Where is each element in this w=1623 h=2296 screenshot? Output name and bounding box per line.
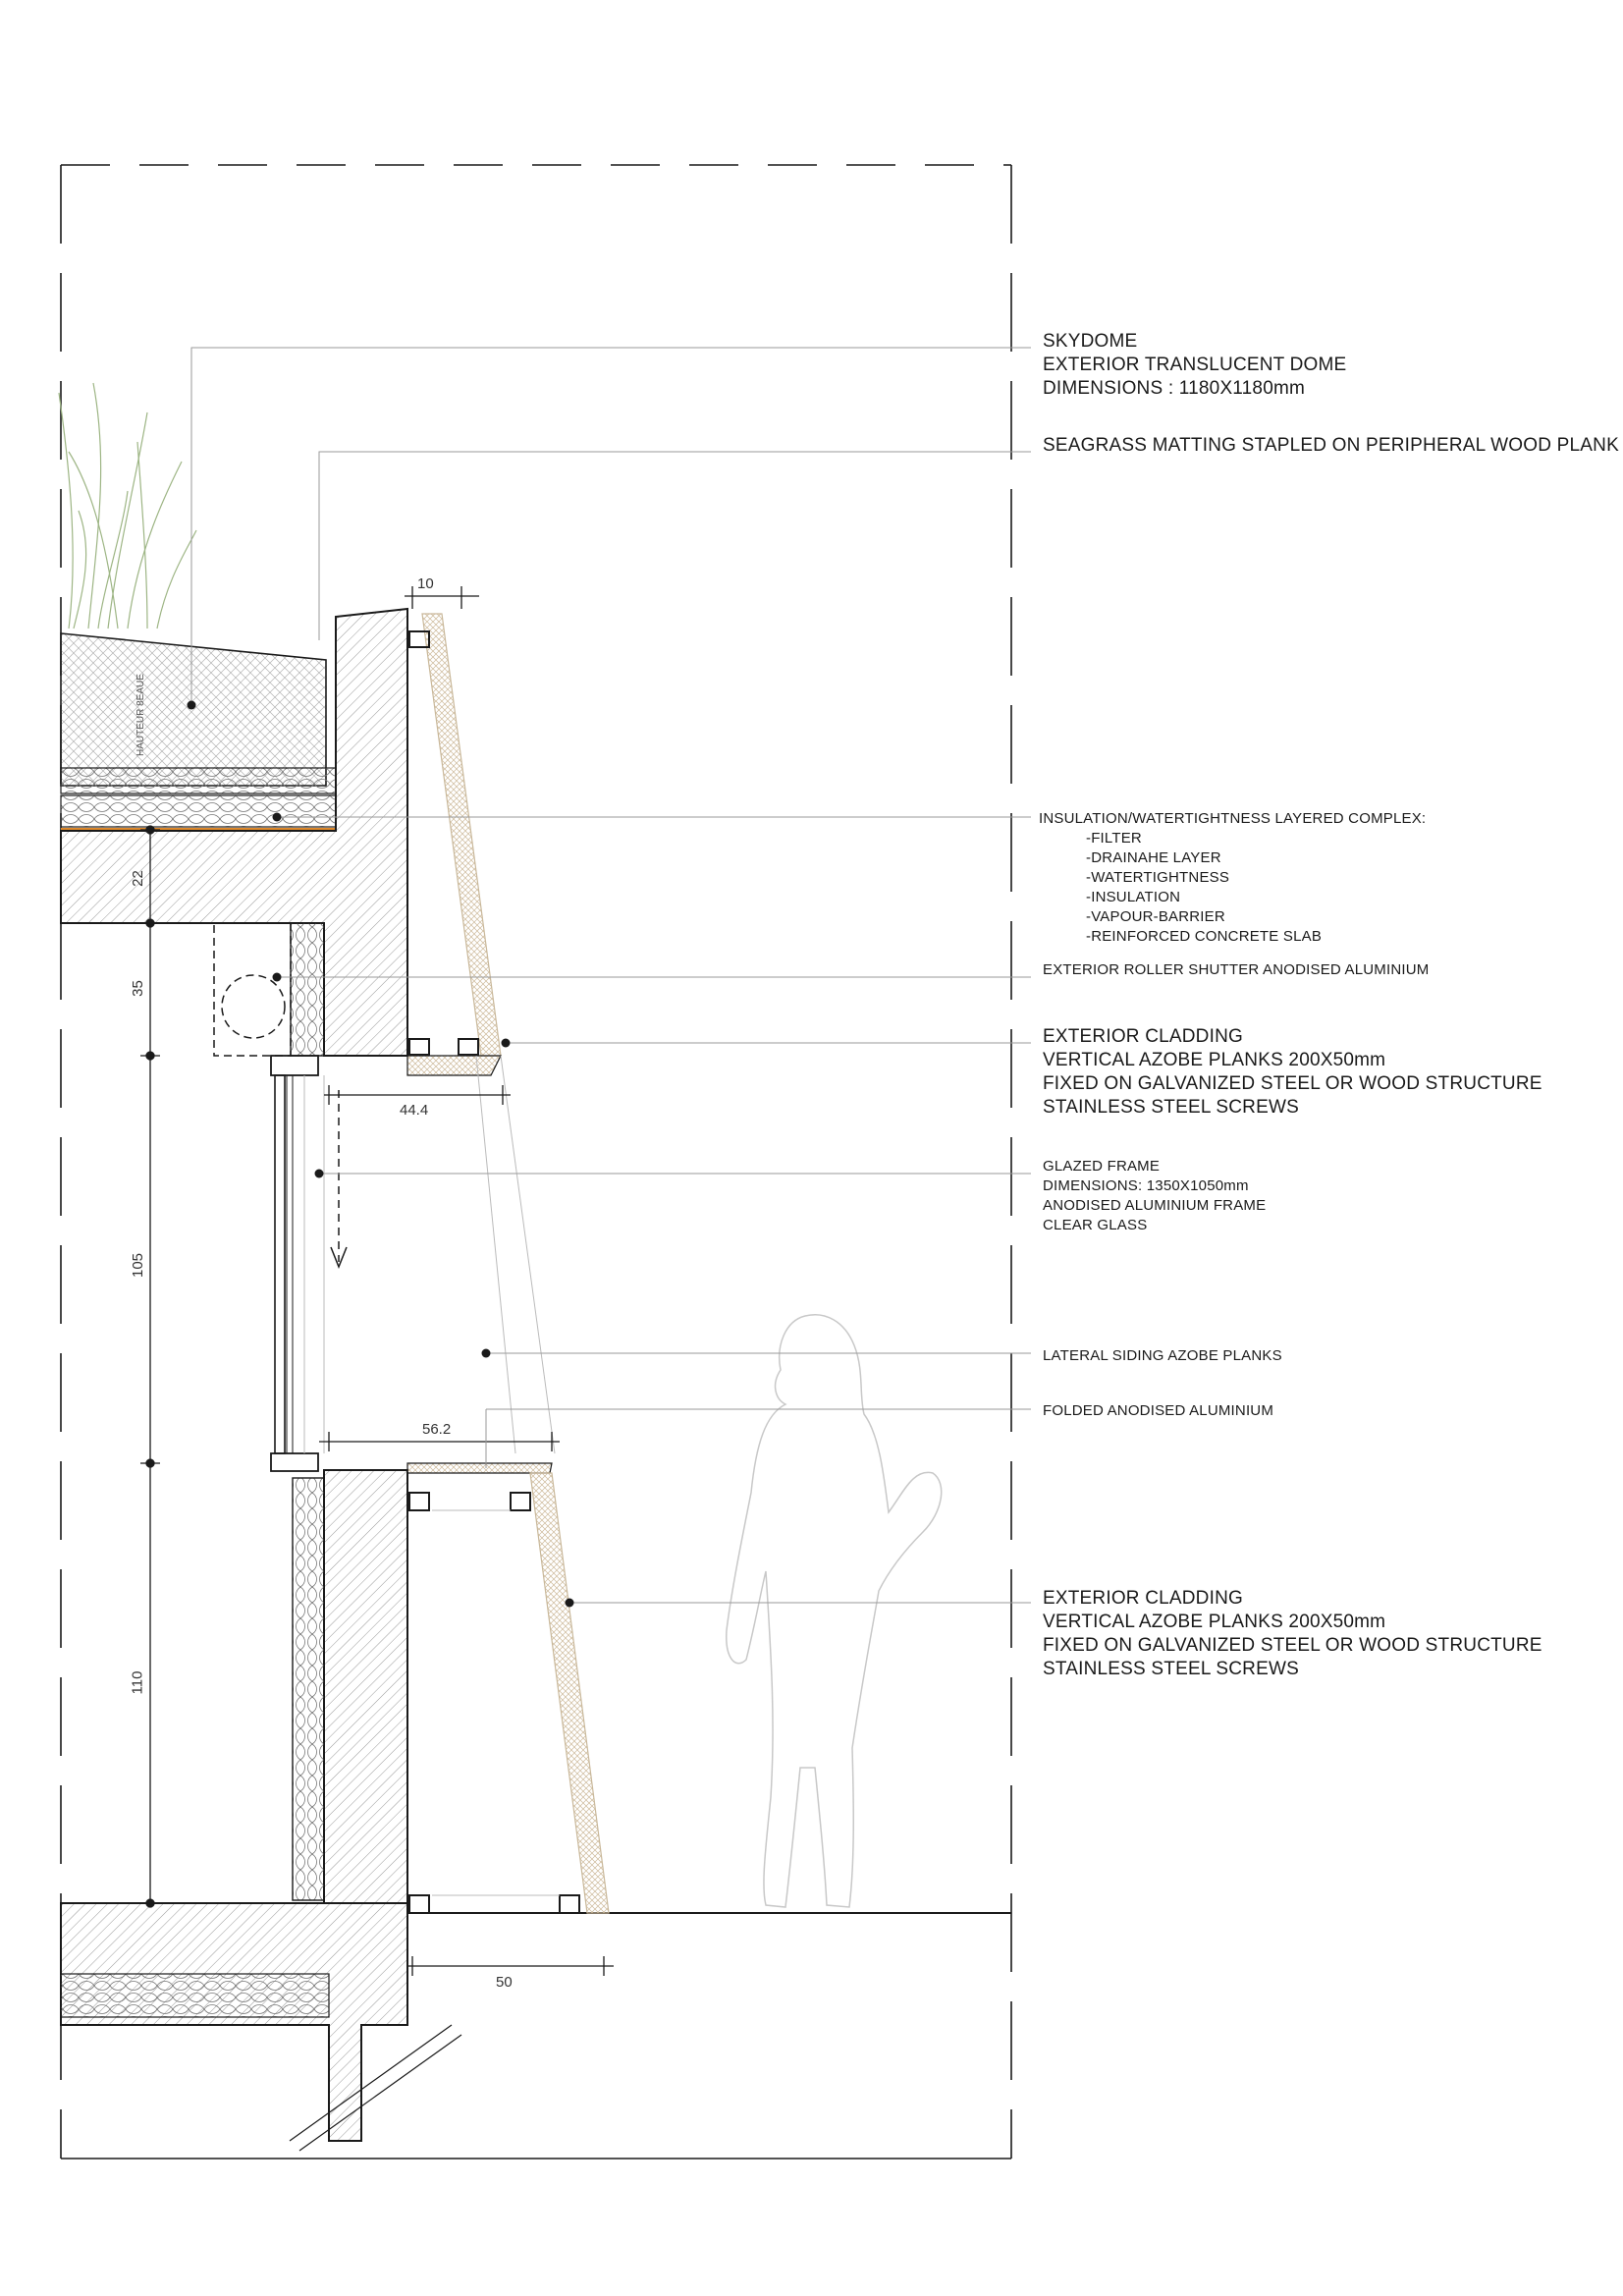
dim-shutter-height: 35 bbox=[129, 980, 146, 997]
dim-window-projection: 44.4 bbox=[400, 1102, 429, 1119]
roof-substrate bbox=[60, 632, 327, 787]
leader-lines bbox=[190, 347, 1031, 1604]
floor-slab bbox=[60, 1902, 408, 2142]
roof-insulation-layer bbox=[60, 794, 337, 828]
label-cladding-lower: EXTERIOR CLADDING VERTICAL AZOBE PLANKS … bbox=[1043, 1588, 1542, 1679]
shutter-travel-arrow bbox=[330, 1090, 348, 1270]
cladding-batten bbox=[408, 1038, 430, 1056]
cladding-batten bbox=[408, 1492, 430, 1511]
leader-dots bbox=[187, 700, 574, 1608]
lower-cladding bbox=[529, 1472, 610, 1914]
lintel-block bbox=[290, 922, 325, 1057]
dim-window-height: 105 bbox=[130, 1252, 147, 1279]
lower-wall bbox=[323, 1469, 408, 1904]
roof-grass bbox=[58, 382, 197, 629]
dim-sill-projection: 56.2 bbox=[422, 1421, 452, 1438]
dim-sill-height: 110 bbox=[129, 1670, 146, 1695]
label-glazed-frame: GLAZED FRAME DIMENSIONS: 1350X1050mm ANO… bbox=[1043, 1158, 1267, 1233]
cladding-batten bbox=[458, 1038, 479, 1056]
floor-insulation bbox=[60, 1973, 330, 2018]
roller-shutter-drum bbox=[221, 974, 286, 1039]
label-lateral-siding: LATERAL SIDING AZOBE PLANKS bbox=[1043, 1347, 1282, 1364]
dim-top-offset: 10 bbox=[417, 575, 434, 592]
upper-cladding bbox=[421, 613, 502, 1057]
label-skydome: SKYDOME EXTERIOR TRANSLUCENT DOME DIMENS… bbox=[1043, 331, 1347, 399]
upper-cladding-bottom bbox=[406, 1055, 502, 1076]
sill-flashing bbox=[406, 1462, 553, 1474]
window-frame bbox=[270, 1055, 325, 1472]
cladding-batten bbox=[408, 1894, 430, 1914]
horizontal-dimension-lines bbox=[319, 586, 614, 1976]
lateral-siding bbox=[475, 1055, 556, 1454]
vertical-dimension-line bbox=[140, 825, 160, 1908]
label-cladding-upper: EXTERIOR CLADDING VERTICAL AZOBE PLANKS … bbox=[1043, 1026, 1542, 1118]
dim-base-projection: 50 bbox=[496, 1974, 513, 1991]
label-roller-shutter: EXTERIOR ROLLER SHUTTER ANODISED ALUMINI… bbox=[1043, 961, 1430, 978]
roller-shutter-box bbox=[213, 922, 292, 1057]
ground-hatch bbox=[289, 2024, 462, 2152]
dim-slab-depth: 22 bbox=[129, 870, 146, 887]
slab-tag: HAUTEUR 8EAUE bbox=[135, 674, 146, 756]
sheet-border bbox=[60, 164, 1012, 2159]
cladding-batten bbox=[408, 630, 430, 648]
label-seagrass: SEAGRASS MATTING STAPLED ON PERIPHERAL W… bbox=[1043, 435, 1619, 456]
label-folded-aluminium: FOLDED ANODISED ALUMINIUM bbox=[1043, 1402, 1274, 1419]
cladding-batten bbox=[559, 1894, 580, 1914]
lower-wall-insulation bbox=[292, 1477, 325, 1901]
person-silhouette bbox=[726, 1314, 943, 1908]
cladding-batten bbox=[510, 1492, 531, 1511]
roof-drainage-layer bbox=[60, 767, 337, 794]
label-insulation-complex: INSULATION/WATERTIGHTNESS LAYERED COMPLE… bbox=[1039, 810, 1427, 945]
